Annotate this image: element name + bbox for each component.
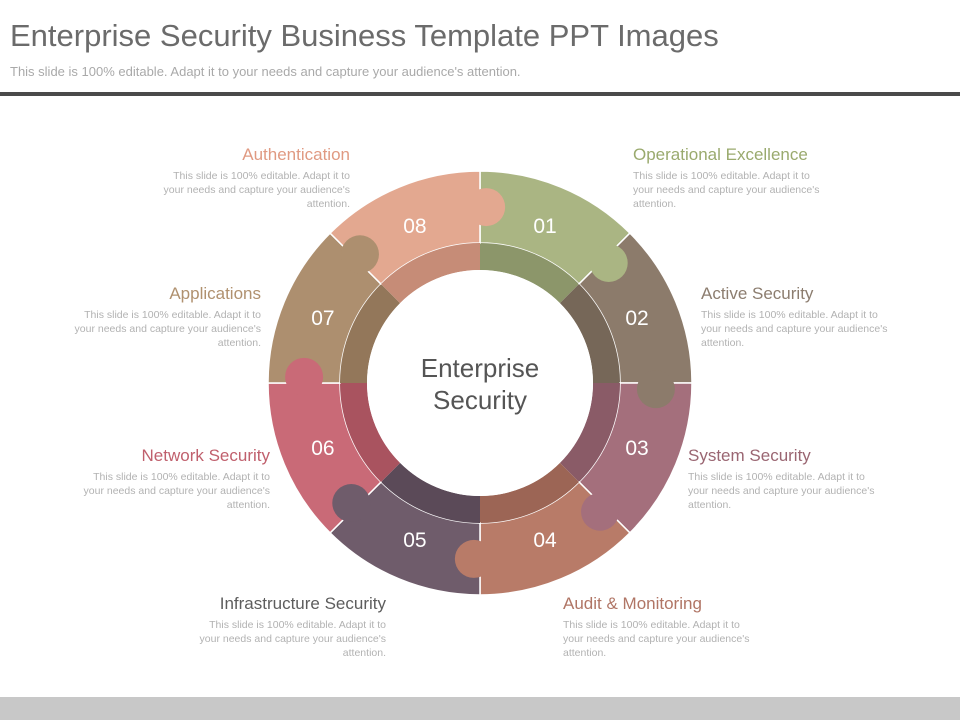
- segment-desc-03: This slide is 100% editable. Adapt it to…: [688, 471, 875, 511]
- segment-number-06: 06: [311, 437, 334, 460]
- segment-inner-band-06: [340, 383, 401, 482]
- segment-desc-04: This slide is 100% editable. Adapt it to…: [563, 619, 750, 659]
- segment-label-07: Applications This slide is 100% editable…: [61, 284, 261, 350]
- segment-desc-08: This slide is 100% editable. Adapt it to…: [163, 170, 350, 210]
- segment-number-03: 03: [625, 437, 648, 460]
- segment-number-08: 08: [403, 215, 426, 238]
- segment-desc-07: This slide is 100% editable. Adapt it to…: [74, 309, 261, 349]
- segment-title-01: Operational Excellence: [633, 145, 808, 164]
- segment-title-04: Audit & Monitoring: [563, 594, 702, 613]
- segment-label-04: Audit & Monitoring This slide is 100% ed…: [563, 594, 763, 660]
- segment-inner-band-08: [381, 243, 480, 304]
- puzzle-knob-04: [454, 539, 493, 578]
- segment-label-05: Infrastructure Security This slide is 10…: [186, 594, 386, 660]
- segment-inner-band-03: [559, 383, 620, 482]
- segment-title-06: Network Security: [141, 446, 270, 465]
- segment-desc-01: This slide is 100% editable. Adapt it to…: [633, 170, 820, 210]
- segment-inner-band-02: [559, 284, 620, 383]
- puzzle-knob-07: [340, 235, 379, 274]
- segment-desc-02: This slide is 100% editable. Adapt it to…: [701, 309, 888, 349]
- segment-title-02: Active Security: [701, 284, 814, 303]
- segment-number-01: 01: [533, 215, 556, 238]
- segment-number-02: 02: [625, 307, 648, 330]
- segment-label-03: System Security This slide is 100% edita…: [688, 446, 888, 512]
- segment-title-07: Applications: [169, 284, 261, 303]
- segment-number-layer: 01 02 03 04 05 06 07 08: [311, 215, 648, 552]
- puzzle-knob-05: [332, 484, 371, 523]
- segment-title-05: Infrastructure Security: [219, 594, 386, 613]
- segment-inner-band-07: [340, 284, 401, 383]
- segment-number-05: 05: [403, 529, 426, 552]
- puzzle-knob-layer: [285, 188, 675, 578]
- puzzle-knob-08: [467, 188, 506, 227]
- segment-desc-06: This slide is 100% editable. Adapt it to…: [83, 471, 270, 511]
- segment-inner-band-04: [480, 462, 579, 523]
- segment-number-07: 07: [311, 307, 334, 330]
- segment-label-02: Active Security This slide is 100% edita…: [701, 284, 901, 350]
- page-title: Enterprise Security Business Template PP…: [10, 18, 719, 53]
- segment-label-01: Operational Excellence This slide is 100…: [633, 145, 833, 211]
- puzzle-knob-02: [636, 370, 675, 409]
- page-subtitle: This slide is 100% editable. Adapt it to…: [10, 64, 521, 79]
- segment-title-08: Authentication: [242, 145, 350, 164]
- center-label-line2: Security: [433, 385, 527, 415]
- puzzle-knob-03: [581, 492, 620, 531]
- puzzle-knob-06: [285, 357, 324, 396]
- segment-number-04: 04: [533, 529, 557, 552]
- center-label-line1: Enterprise: [421, 353, 540, 383]
- header-divider: [0, 92, 960, 96]
- segment-label-08: Authentication This slide is 100% editab…: [150, 145, 350, 211]
- center-circle: [367, 270, 593, 496]
- segment-inner-band-05: [381, 462, 480, 523]
- segment-label-06: Network Security This slide is 100% edit…: [70, 446, 270, 512]
- segment-inner-band-01: [480, 243, 579, 304]
- puzzle-knob-01: [589, 243, 628, 282]
- footer-bar: [0, 697, 960, 720]
- segment-title-03: System Security: [688, 446, 811, 465]
- segment-desc-05: This slide is 100% editable. Adapt it to…: [199, 619, 386, 659]
